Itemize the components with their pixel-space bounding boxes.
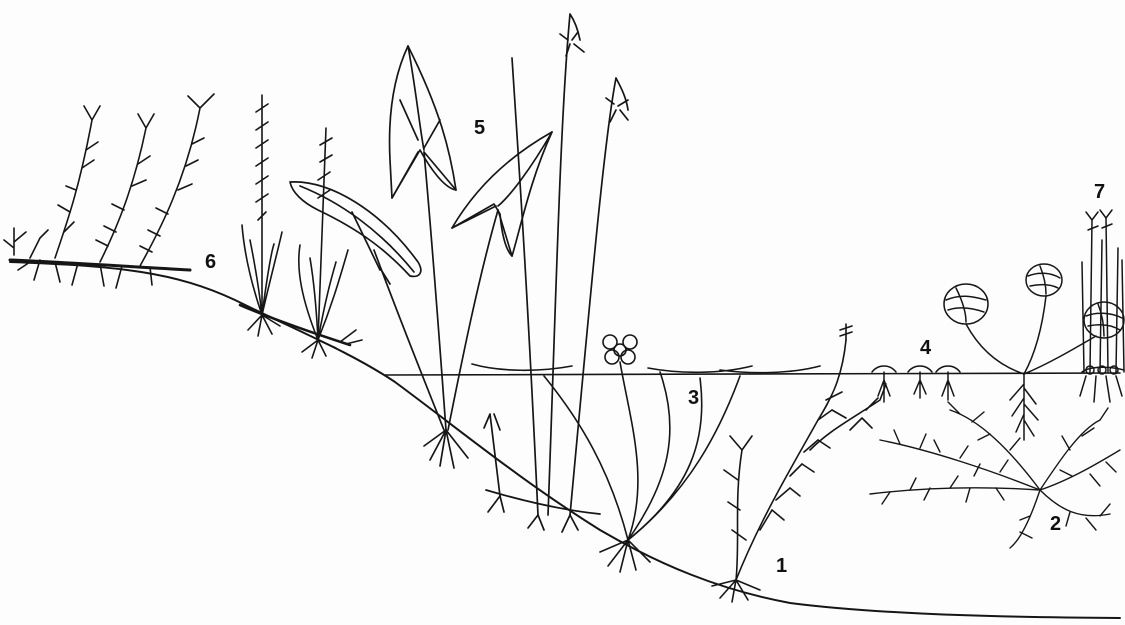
free-floating-plants bbox=[872, 366, 960, 402]
zone-label-4: 4 bbox=[920, 337, 932, 359]
zone-label-2: 2 bbox=[1050, 513, 1061, 535]
shore-creeping-plants bbox=[4, 94, 214, 288]
zone-label-1: 1 bbox=[776, 555, 787, 577]
submerged-branched-plant bbox=[712, 324, 886, 602]
zone-label-5: 5 bbox=[474, 117, 485, 139]
zone-label-7: 7 bbox=[1094, 181, 1105, 203]
water-hyacinth-plant bbox=[944, 264, 1124, 440]
zone-label-3: 3 bbox=[688, 387, 699, 409]
lake-bottom-profile bbox=[10, 262, 1120, 618]
slope-spike-plants bbox=[240, 95, 362, 358]
zone-label-6: 6 bbox=[205, 251, 216, 273]
tall-reed-plants bbox=[484, 14, 628, 532]
submerged-dissected-plant bbox=[870, 402, 1120, 548]
arrowhead-plants bbox=[290, 46, 552, 468]
floating-leaf-plants bbox=[472, 335, 820, 572]
